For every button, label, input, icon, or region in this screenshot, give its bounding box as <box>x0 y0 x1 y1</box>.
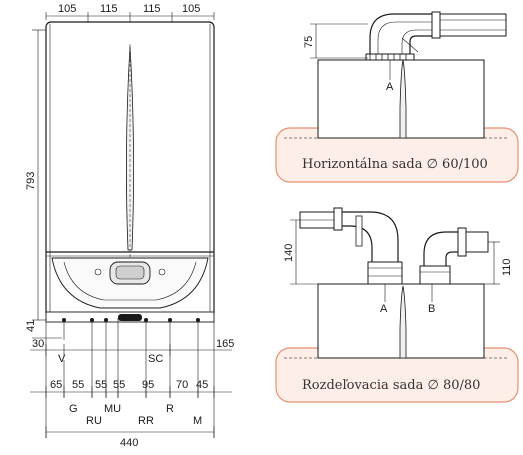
top-dim-1: 105 <box>58 3 76 15</box>
horizontal-kit-caption: Horizontálna sada ∅ 60/100 <box>302 157 488 172</box>
split-kit-caption: Rozdeľovacia sada ∅ 80/80 <box>302 378 480 393</box>
height-total-dim: 793 <box>25 172 37 190</box>
split-kit-label-b: B <box>428 303 435 315</box>
label-ru: RU <box>86 415 102 427</box>
boiler-front-view: 105 115 115 105 B A B <box>25 3 234 449</box>
top-dim-3: 115 <box>143 3 161 15</box>
horizontal-kit-label-a: A <box>386 81 394 93</box>
top-dim-2: 115 <box>100 3 118 15</box>
label-m: M <box>193 415 202 427</box>
label-r: R <box>166 403 174 415</box>
split-kit-label-a: A <box>380 303 388 315</box>
top-dim-4: 105 <box>182 3 200 15</box>
right-offset-dim: 165 <box>216 338 234 350</box>
split-kit-view: A B 140 110 Rozdeľovacia sada ∅ 80/80 <box>275 207 519 403</box>
label-mu: MU <box>104 403 121 415</box>
width-total-dim: 440 <box>120 437 138 449</box>
label-g: G <box>69 403 78 415</box>
connection-sc-label: SC <box>148 353 163 365</box>
bottom-dim-6: 70 <box>176 379 188 391</box>
bottom-dim-3: 55 <box>95 379 107 391</box>
horizontal-kit-dim: 75 <box>303 36 315 48</box>
horizontal-kit-view: A 75 Horizontálna sada ∅ 60/100 <box>275 11 519 183</box>
connection-v-label: V <box>58 353 66 365</box>
bottom-dim-2: 55 <box>72 379 84 391</box>
height-bottom-dim: 41 <box>25 320 37 332</box>
bottom-dim-4: 55 <box>113 379 125 391</box>
split-kit-dim-right: 110 <box>501 258 513 276</box>
bottom-dim-1: 65 <box>50 379 62 391</box>
left-offset-dim: 30 <box>32 338 44 350</box>
label-rr: RR <box>138 415 154 427</box>
bottom-dim-7: 45 <box>196 379 208 391</box>
split-kit-dim-left: 140 <box>283 244 295 262</box>
bottom-dim-5: 95 <box>142 379 154 391</box>
